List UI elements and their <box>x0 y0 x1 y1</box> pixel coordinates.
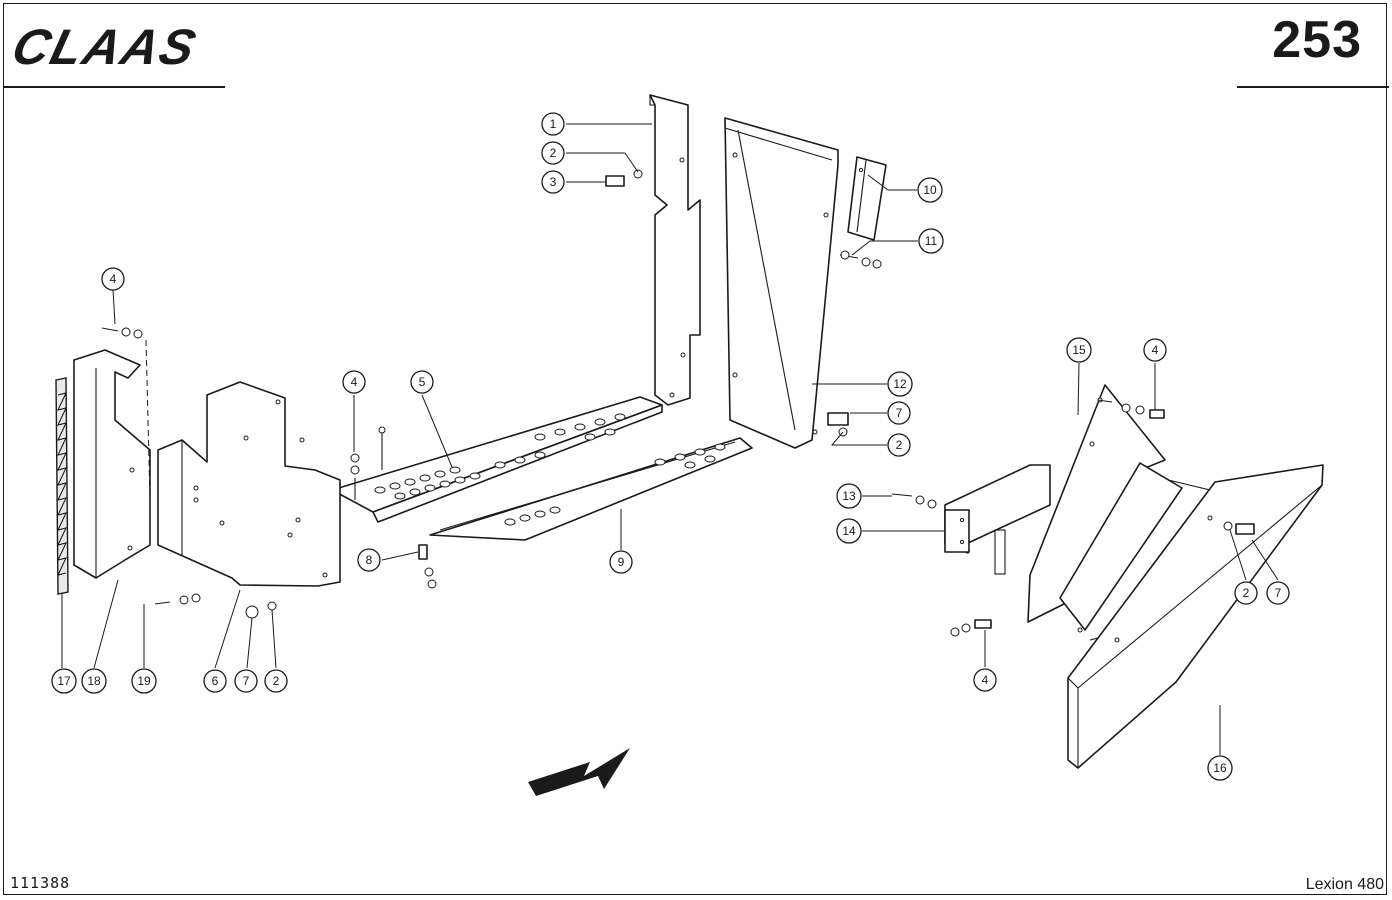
callout-label: 15 <box>1072 343 1086 357</box>
callout-label: 7 <box>1275 586 1282 600</box>
leader-lines <box>61 123 1279 755</box>
callout-label: 18 <box>87 674 101 688</box>
callout-label: 16 <box>1213 761 1227 775</box>
callout: 17 <box>51 668 77 694</box>
callout-label: 13 <box>842 489 856 503</box>
fastener-stack-plate <box>350 426 437 589</box>
callout-label: 5 <box>419 375 426 389</box>
callout-label: 17 <box>57 674 71 688</box>
fastener-stack-right <box>891 399 1255 637</box>
callout: 2 <box>541 141 565 165</box>
page-frame <box>3 3 1387 895</box>
callout: 18 <box>81 668 107 694</box>
part-11-screw-set <box>839 250 882 269</box>
part-5-perforated-plate <box>331 396 663 523</box>
callout: 4 <box>973 668 997 692</box>
callout-label: 1 <box>550 117 557 131</box>
callout-label: 9 <box>618 555 625 569</box>
part-7-nut-panel <box>827 412 849 437</box>
callout: 5 <box>410 370 434 394</box>
callout: 13 <box>836 483 862 509</box>
header-rule-right <box>1237 86 1389 88</box>
part-1-upright-panel <box>649 94 701 406</box>
callout: 14 <box>836 518 862 544</box>
callout: 3 <box>541 170 565 194</box>
claas-logo: CLAAS <box>7 14 233 75</box>
part-10-angle-bracket <box>847 156 887 241</box>
callout: 1 <box>541 112 565 136</box>
callout-label: 14 <box>842 524 856 538</box>
drawing-number: 111388 <box>10 874 71 892</box>
callout-label: 4 <box>982 673 989 687</box>
callout: 7 <box>887 401 911 425</box>
callout-label: 7 <box>896 406 903 420</box>
callout-label: 6 <box>212 674 219 688</box>
callout-label: 3 <box>550 175 557 189</box>
callout: 19 <box>131 668 157 694</box>
callout-label: 2 <box>896 438 903 452</box>
part-15-guide-plate <box>994 384 1211 641</box>
callout: 7 <box>234 669 258 693</box>
callout: 2 <box>264 669 288 693</box>
model-name: Lexion 480 <box>1305 876 1384 893</box>
part-14-mount-bracket <box>944 464 1051 554</box>
callout-label: 2 <box>273 674 280 688</box>
part-12-side-panel <box>724 117 839 449</box>
header-rule-left <box>3 86 225 88</box>
callout: 10 <box>917 177 943 203</box>
callout: 12 <box>887 371 913 397</box>
callout: 9 <box>609 550 633 574</box>
callout: 2 <box>1234 581 1258 605</box>
travel-direction-arrow <box>528 748 630 796</box>
callout: 4 <box>101 267 125 291</box>
callout-label: 2 <box>1243 586 1250 600</box>
fastener-stack-left <box>101 327 277 619</box>
callout-label: 7 <box>243 674 250 688</box>
callout: 7 <box>1266 581 1290 605</box>
callout: 4 <box>1143 338 1167 362</box>
callout: 6 <box>203 669 227 693</box>
part-9-lower-tray <box>429 437 753 541</box>
callout-label: 2 <box>550 146 557 160</box>
part-17-rubber-strip <box>55 377 69 595</box>
callout: 15 <box>1066 337 1092 363</box>
callout-label: 19 <box>137 674 151 688</box>
page-number: 253 <box>1272 11 1362 69</box>
callout-label: 12 <box>893 377 907 391</box>
callout: 16 <box>1207 755 1233 781</box>
callout-label: 4 <box>1152 343 1159 357</box>
callout-label: 10 <box>923 183 937 197</box>
callout: 2 <box>887 433 911 457</box>
callout: 11 <box>918 228 944 254</box>
callout-label: 4 <box>351 375 358 389</box>
part-3-bolt-top <box>605 169 643 187</box>
brand-wordmark: CLAAS <box>8 19 203 74</box>
part-6-shield-plate <box>157 381 341 587</box>
callout: 4 <box>342 370 366 394</box>
part-18-side-cover <box>73 349 151 579</box>
callout-label: 11 <box>925 234 938 248</box>
callout-label: 8 <box>366 553 373 567</box>
callout-label: 4 <box>110 272 117 286</box>
callout: 8 <box>357 548 381 572</box>
